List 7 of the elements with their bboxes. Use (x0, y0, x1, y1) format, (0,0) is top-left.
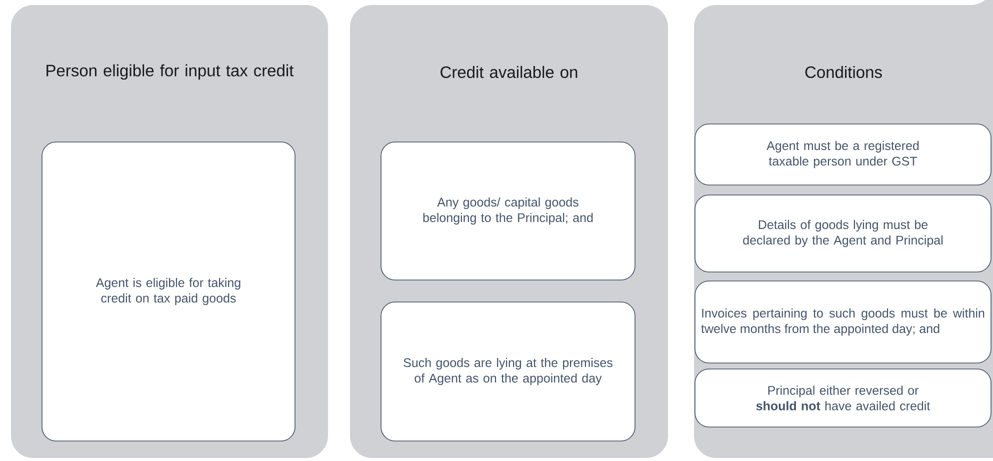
text-box: Principal either reversed or should not have availed credit (694, 368, 992, 428)
text-box: Such goods are lying at the premises of Agent as on the appointed day (380, 302, 636, 442)
text-box: Agent must be a registered taxable person under GST (694, 124, 992, 186)
text-box: Agent is eligible for taking credit on tax paid goods (42, 142, 296, 442)
text-box: Details of goods lying must be declared by the Agent and Principal (694, 194, 992, 272)
text-box: Invoices pertaining to such goods must be within twelve months from the appointed day; and (694, 280, 992, 364)
text-box: Any goods/ capital goods belonging to the Principal; and (380, 142, 636, 280)
